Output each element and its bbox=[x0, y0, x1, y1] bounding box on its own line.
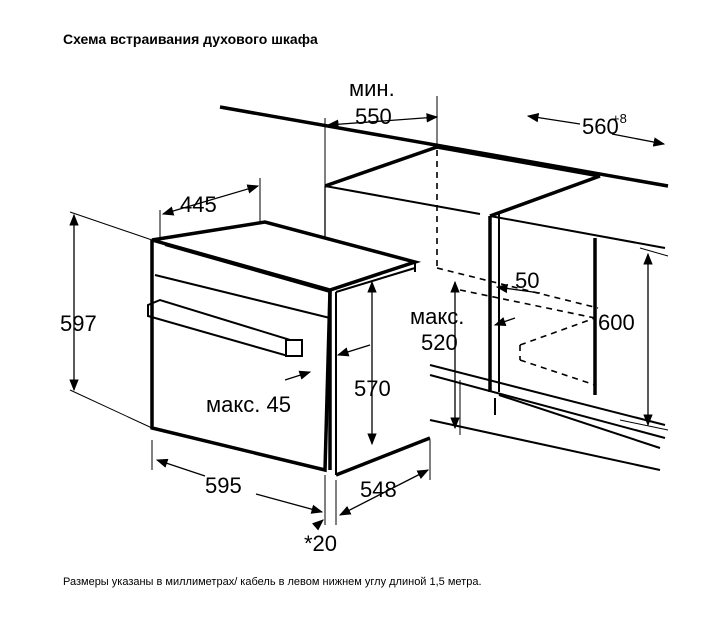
label-445: 445 bbox=[180, 192, 217, 217]
label-570: 570 bbox=[354, 376, 391, 401]
cabinet-niche bbox=[219, 105, 669, 471]
label-560: 560 bbox=[582, 114, 619, 139]
dimension-labels: мин. 550 560 +8 445 597 макс. 520 50 600… bbox=[60, 76, 635, 556]
extension-lines bbox=[69, 96, 669, 525]
oven-body bbox=[150, 220, 431, 477]
dimension-arrows bbox=[69, 112, 666, 531]
label-min: мин. bbox=[349, 76, 395, 101]
label-50: 50 bbox=[515, 268, 539, 293]
label-548: 548 bbox=[360, 477, 397, 502]
label-max-45: макс. 45 bbox=[206, 392, 291, 417]
oven-handle bbox=[147, 298, 303, 358]
label-597: 597 bbox=[60, 311, 97, 336]
label-550: 550 bbox=[355, 104, 392, 129]
label-20: *20 bbox=[304, 531, 337, 556]
footnote: Размеры указаны в миллиметрах/ кабель в … bbox=[63, 576, 482, 588]
label-max-520-prefix: макс. bbox=[410, 304, 464, 329]
label-600: 600 bbox=[598, 310, 635, 335]
label-560-tolerance: +8 bbox=[612, 111, 627, 126]
page-title: Схема встраивания духового шкафа bbox=[63, 31, 318, 47]
label-595: 595 bbox=[205, 473, 242, 498]
label-520: 520 bbox=[421, 330, 458, 355]
